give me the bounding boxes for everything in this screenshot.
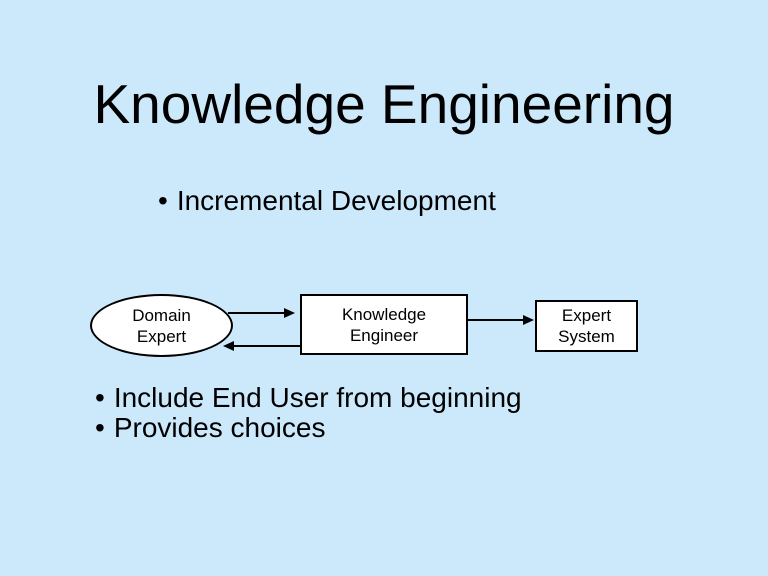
node-label-line: Engineer [349, 325, 419, 345]
node-label-line: Expert [561, 306, 612, 325]
bullet-provides-choices: • Provides choices [95, 413, 522, 443]
node-domain-expert: Domain Expert [90, 294, 233, 357]
arrow-domain-to-knowledge-icon [228, 308, 295, 318]
bullet-icon: • [158, 185, 168, 216]
bullet-include-end-user: • Include End User from beginning [95, 383, 522, 413]
node-label-line: Expert [136, 326, 187, 346]
bullet-icon: • [95, 382, 105, 413]
bullet-label: Include End User from beginning [113, 382, 522, 413]
node-expert-system: Expert System [535, 300, 638, 352]
node-knowledge-engineer: Knowledge Engineer [300, 294, 468, 355]
bullet-icon: • [95, 412, 105, 443]
arrow-knowledge-to-domain-icon [223, 341, 301, 351]
bullet-label: Incremental Development [176, 185, 496, 216]
node-label-line: Domain [132, 305, 191, 325]
bullet-incremental-development: • Incremental Development [158, 186, 496, 216]
bullet-label: Provides choices [113, 412, 326, 443]
slide-title: Knowledge Engineering [93, 73, 675, 135]
bottom-bullet-list: • Include End User from beginning • Provid… [95, 383, 522, 443]
node-label-line: System [558, 327, 615, 346]
node-label-line: Knowledge [341, 304, 427, 324]
arrow-knowledge-to-expert-icon [468, 315, 534, 325]
